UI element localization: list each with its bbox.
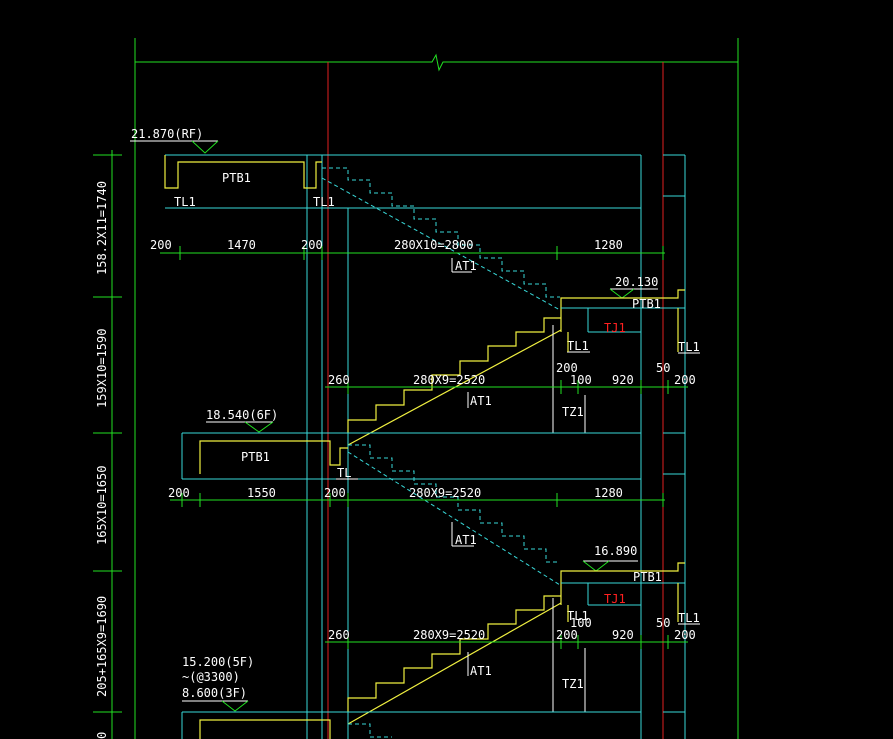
mid-landing-upper-outline (560, 289, 685, 332)
vertical-dim-3: 165X10=1650 (95, 466, 109, 545)
dimension-row-4 (325, 635, 688, 649)
dim-r4-a: 260 (328, 628, 350, 642)
dim-r2-e: 920 (612, 373, 634, 387)
landing-bottom-outline (199, 719, 331, 739)
landing-6f-outline (199, 440, 348, 474)
mid-landing-lower-outline (560, 562, 685, 605)
dashed-flight-upper (321, 167, 561, 311)
elevation-marker-mid-lower (582, 560, 638, 572)
label-tj1-upper: TJ1 (604, 321, 626, 335)
floor-slab-6f (181, 432, 685, 480)
dim-r2-b: 280X9=2520 (413, 373, 485, 387)
dim-r4-g: 200 (674, 628, 696, 642)
vertical-dimension-chain (93, 150, 122, 739)
dim-r4-e: 920 (612, 628, 634, 642)
dim-r2-f: 50 (656, 361, 670, 375)
label-tl1-mid-upper-a: TL1 (567, 339, 589, 353)
dim-r3-a: 200 (168, 486, 190, 500)
dim-r4-b: 280X9=2520 (413, 628, 485, 642)
elevation-marker-rf (130, 140, 219, 154)
label-at1-4: AT1 (470, 664, 492, 678)
floor-slab-bottom (181, 711, 685, 739)
dim-r3-b: 1550 (247, 486, 276, 500)
dim-r4-d: 100 (570, 616, 592, 630)
vertical-dim-2: 159X10=1590 (95, 329, 109, 408)
stair-flight-2 (347, 595, 562, 725)
label-tz1-2: TZ1 (562, 677, 584, 691)
dim-r3-d: 280X9=2520 (409, 486, 481, 500)
dim-r3-c: 200 (324, 486, 346, 500)
dimension-row-2 (325, 380, 688, 394)
elevation-repeat: ~(@3300) (182, 670, 240, 684)
grid-axis-lines (327, 62, 664, 739)
top-landing-outline (164, 155, 322, 189)
label-ptb1-top: PTB1 (222, 171, 251, 185)
dim-r2-a: 260 (328, 373, 350, 387)
vertical-dim-1: 158.2X11=1740 (95, 181, 109, 275)
dimension-row-1 (160, 246, 665, 260)
dashed-flight-bottom (348, 723, 392, 738)
label-ptb1-mid-lower: PTB1 (633, 570, 662, 584)
elevation-mid-upper: 20.130 (615, 275, 658, 289)
dashed-flight-lower (347, 444, 561, 586)
label-tz1-1: TZ1 (562, 405, 584, 419)
label-ptb1-6f: PTB1 (241, 450, 270, 464)
elevation-6f: 18.540(6F) (206, 408, 278, 422)
label-at1-2: AT1 (470, 394, 492, 408)
elevation-marker-5f (182, 700, 249, 712)
elevation-3f: 8.600(3F) (182, 686, 247, 700)
label-tl1-top-b: TL1 (313, 195, 335, 209)
dim-r1-a: 200 (150, 238, 172, 252)
dimension-row-3 (170, 493, 665, 507)
dim-r1-c: 200 (301, 238, 323, 252)
dim-r2-c: 200 (556, 361, 578, 375)
dim-r3-e: 1280 (594, 486, 623, 500)
label-tl1-top-a: TL1 (174, 195, 196, 209)
elevation-rf: 21.870(RF) (131, 127, 203, 141)
label-tl1-mid-lower-b: TL1 (678, 611, 700, 625)
dim-r4-f: 50 (656, 616, 670, 630)
dim-r4-c: 200 (556, 628, 578, 642)
dim-r1-d: 280X10=2800 (394, 238, 473, 252)
vertical-dim-4: 205+165X9=1690 (95, 596, 109, 697)
label-ptb1-mid-upper: PTB1 (632, 297, 661, 311)
dim-r2-d: 100 (570, 373, 592, 387)
elevation-mid-lower: 16.890 (594, 544, 637, 558)
elevation-5f: 15.200(5F) (182, 655, 254, 669)
label-at1-3: AT1 (455, 533, 477, 547)
vertical-dim-5: 0 (95, 732, 109, 739)
elevation-marker-6f (206, 421, 274, 433)
label-tj1-lower: TJ1 (604, 592, 626, 606)
dim-r1-e: 1280 (594, 238, 623, 252)
label-tl1-mid-lower-a: TL1 (567, 609, 589, 623)
label-at1-1: AT1 (455, 259, 477, 273)
dim-r2-g: 200 (674, 373, 696, 387)
outer-dimension-frame (134, 38, 739, 739)
dim-r1-b: 1470 (227, 238, 256, 252)
label-tl1-mid-upper-b: TL1 (678, 340, 700, 354)
label-tl-6f: TL (337, 466, 351, 480)
